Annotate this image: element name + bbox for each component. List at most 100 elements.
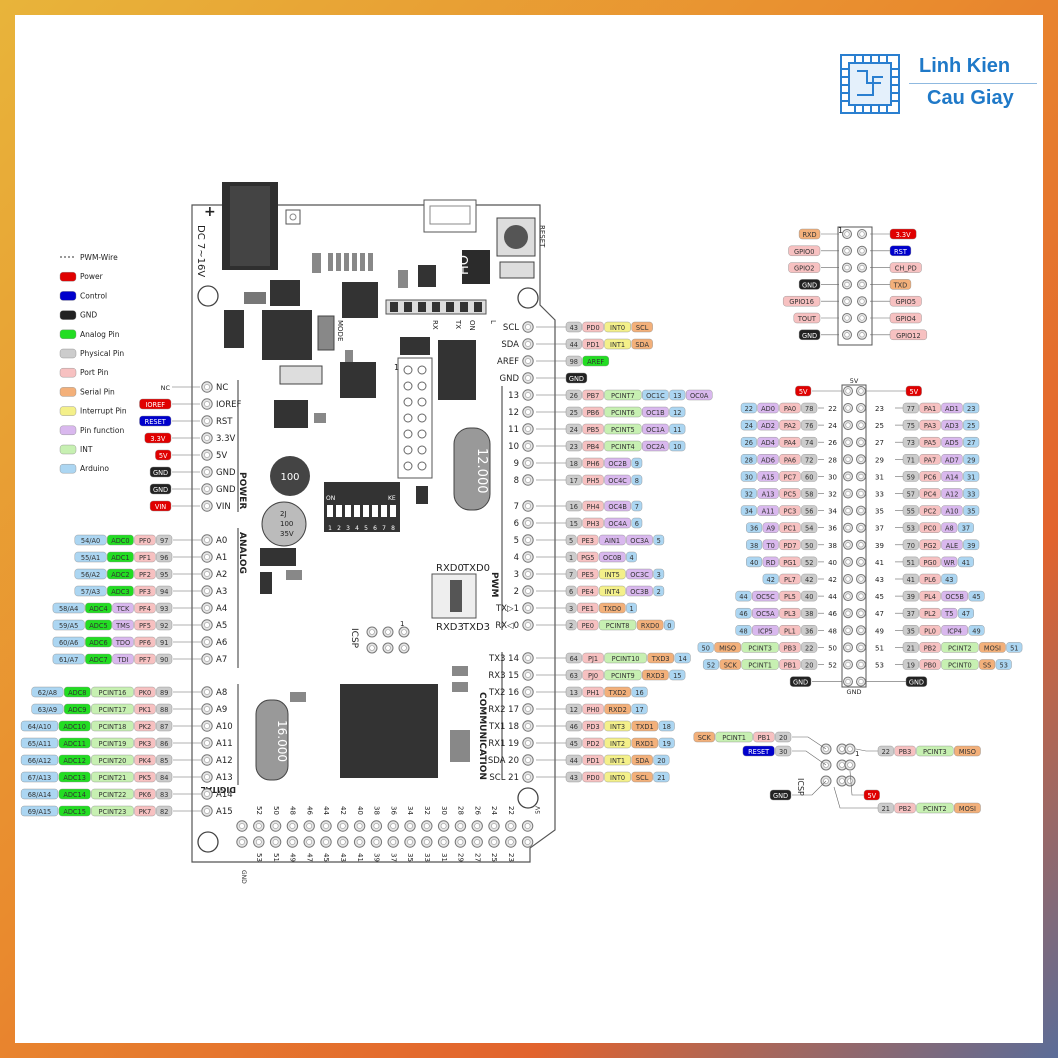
tag-text: 21 (882, 805, 890, 813)
pad-hole (204, 469, 210, 475)
tag-text: PCINT5 (611, 426, 635, 434)
dip-on: ON (326, 495, 335, 502)
tag-box (919, 454, 941, 465)
tag-box (719, 659, 741, 670)
pin-pad (856, 488, 866, 499)
pin-pad (522, 669, 534, 681)
pin-tag: SS (979, 659, 996, 670)
pad-hole (858, 422, 864, 428)
pin-tag: PL0 (919, 625, 941, 636)
pin-tag: AIN1 (599, 534, 626, 546)
pin-tag: 23 (565, 440, 582, 452)
tag-text: 37 (907, 610, 915, 618)
dip-switch (324, 482, 400, 532)
tag-box (919, 437, 941, 448)
tag-box (757, 402, 779, 414)
tag-text: 57/A3 (81, 588, 100, 596)
tag-text: PB6 (587, 409, 600, 417)
pin-tag: 3 (653, 568, 665, 580)
pin-tag: PCINT23 (91, 805, 134, 817)
tag-text: 52 (805, 559, 813, 567)
tag-box (798, 228, 821, 240)
pin-pad (842, 329, 852, 340)
tag-box (74, 585, 107, 597)
tag-text: 28 (745, 456, 753, 464)
tag-text: 44 (570, 757, 578, 765)
tag-text: 39 (967, 542, 975, 550)
pin-pad (856, 556, 866, 567)
pin-pad (286, 836, 299, 848)
pin-pad (201, 551, 213, 563)
tag-box (565, 355, 582, 367)
pad-hole (858, 661, 864, 668)
tag-text: OC5C (756, 593, 775, 601)
pin-tag: AD3 (941, 419, 963, 431)
capacitor (450, 730, 470, 762)
pin-tag: 29 (963, 454, 980, 465)
pad-hole (524, 823, 531, 829)
pin-tag: INT2 (604, 737, 631, 749)
pin-pad (522, 406, 534, 418)
pin-pad (398, 642, 410, 654)
pin-tag: 19 (658, 737, 675, 749)
tag-box (642, 440, 669, 452)
tag-text: 46 (739, 610, 747, 618)
pad-hole (525, 622, 531, 628)
pin-tag: ADC5 (85, 619, 112, 631)
tag-text: 24 (570, 426, 578, 434)
tag-box (156, 788, 173, 800)
tag-box (63, 703, 91, 715)
pin-tag: PF5 (134, 619, 156, 631)
tag-text: AD1 (945, 405, 959, 413)
dig-right-num: 33 (875, 491, 884, 499)
tag-box (85, 653, 112, 665)
dip-lever (354, 505, 360, 517)
pin-pad (842, 313, 852, 323)
pin-pad (857, 245, 867, 256)
pin-tag: MISO (954, 745, 981, 757)
pad-hole (525, 723, 531, 729)
dig-left-num: 48 (828, 627, 837, 635)
tag-text: 40 (805, 593, 813, 601)
pad-hole (847, 778, 853, 784)
tag-text: RXD0 (641, 622, 659, 630)
tag-box (757, 454, 779, 465)
tag-box (979, 642, 1006, 653)
pin-tag: OC5C (752, 590, 779, 602)
tag-text: OC0B (603, 554, 622, 562)
tag-text: 45 (972, 593, 980, 601)
pin-tag: GPIO16 (783, 296, 821, 307)
dip-num: 7 (382, 525, 386, 532)
pin-pad (522, 551, 534, 563)
pin-tag: T0 (762, 539, 779, 550)
pin-tag: PH1 (582, 686, 604, 698)
pin-tag: 5 (565, 534, 577, 546)
pin-tag: 23 (963, 402, 980, 414)
tag-box (107, 534, 134, 546)
pad-hole (845, 661, 851, 668)
tag-text: 63 (570, 672, 578, 680)
pin-pad (387, 836, 399, 848)
resistor (352, 253, 357, 271)
pin-pad (337, 836, 349, 848)
dip-num: 2 (337, 525, 341, 532)
tag-text: 43 (570, 324, 578, 332)
pin-tag: PC3 (779, 505, 801, 516)
pin-pad (505, 836, 517, 848)
pad-hole (858, 490, 864, 497)
tag-text: AD6 (761, 456, 775, 464)
esp-hole (403, 381, 413, 391)
tag-text: 65/A11 (28, 740, 52, 748)
tag-text: 22 (745, 405, 753, 413)
tag-text: 18 (663, 723, 671, 731)
pin-pad (843, 574, 853, 584)
pin-tag: PL6 (919, 573, 941, 585)
pin-pad (856, 505, 866, 516)
tag-text: 6 (569, 588, 573, 596)
pin-tag: GND (769, 789, 792, 801)
pin-pad (522, 703, 534, 715)
pad-hole (845, 508, 851, 514)
digital-bot-num: 39 (373, 853, 381, 862)
pin-tag: PA5 (919, 437, 941, 448)
pin-pad (201, 398, 213, 410)
